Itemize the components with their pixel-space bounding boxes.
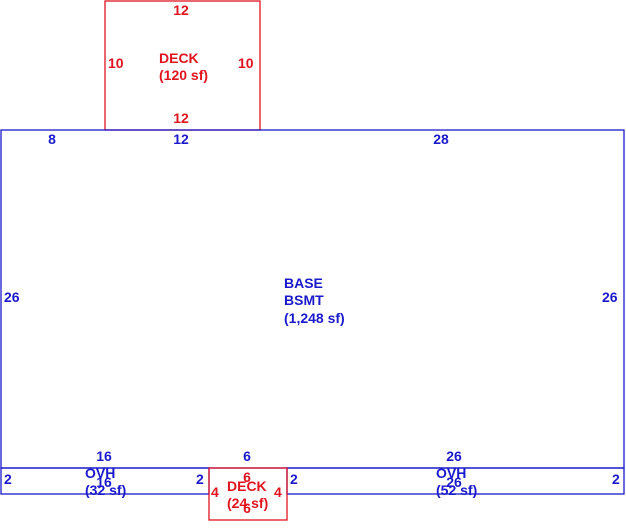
deck-bottom-area: (24 sf) (227, 495, 268, 511)
base-dim-bottom-b: 6 (243, 448, 251, 464)
ovh-left-dim-bottom: 16 (96, 474, 112, 490)
ovh-left-dim-right: 2 (196, 471, 204, 487)
ovh-right-label: OVH (436, 465, 466, 481)
ovh-right-dim-left: 2 (290, 471, 298, 487)
ovh-left-area: (32 sf) (85, 482, 126, 498)
base-label-type: BSMT (284, 292, 324, 308)
deck-bottom-outline (208, 467, 288, 521)
base-dim-bottom-a: 16 (96, 448, 112, 464)
base-label: BASE (284, 275, 323, 291)
base-dim-right: 26 (602, 289, 618, 305)
deck-top-dim-right: 10 (238, 55, 254, 71)
deck-top-dim-bottom: 12 (173, 110, 189, 126)
ovh-right-dim-bottom: 26 (446, 474, 462, 490)
deck-bottom-label: DECK (227, 478, 267, 494)
base-area: (1,248 sf) (284, 310, 345, 326)
ovh-right-area: (52 sf) (436, 482, 477, 498)
deck-top-label: DECK (159, 50, 199, 66)
base-dim-bottom-c: 26 (446, 448, 462, 464)
ovh-left-dim-left: 2 (4, 471, 12, 487)
deck-bottom-dim-top: 6 (243, 469, 251, 485)
deck-bottom-dim-right: 4 (274, 484, 282, 500)
deck-top-dim-left: 10 (108, 55, 124, 71)
ovh-right-dim-right: 2 (612, 471, 620, 487)
base-dim-top-b: 12 (173, 131, 189, 147)
deck-top-dim-top: 12 (173, 2, 189, 18)
base-dim-left: 26 (4, 289, 20, 305)
base-dim-top-a: 8 (48, 131, 56, 147)
ovh-left-label: OVH (85, 465, 115, 481)
deck-bottom-dim-left: 4 (211, 484, 219, 500)
deck-top-area: (120 sf) (159, 67, 208, 83)
deck-bottom-dim-bottom: 6 (243, 500, 251, 516)
base-dim-top-c: 28 (433, 131, 449, 147)
